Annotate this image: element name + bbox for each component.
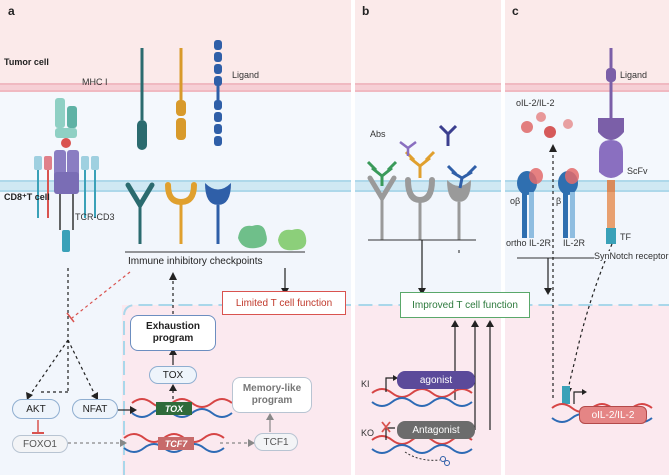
nuclear-membrane [123,304,669,475]
antibody-navy-free [438,124,458,146]
tox-protein: TOX [149,366,197,384]
antibody-purple-free [399,141,417,156]
agonist-gene: agonist [397,371,475,389]
synnotch-label: SynNotch receptor [594,251,669,261]
il2r [558,168,579,238]
cytokine-dots [521,112,573,138]
antagonist-gene: Antagonist [397,421,475,439]
cd8-t-cell-label: CD8⁺T cell [4,192,50,202]
checkpoints-label: Immune inhibitory checkpoints [128,256,263,267]
scfv-label: ScFv [627,166,648,176]
ortho-il2r-label: ortho IL-2R [506,238,552,248]
ortho-il2r [517,168,543,238]
mhc-i [55,98,77,148]
b-label: β [556,196,562,206]
ligand-green [137,48,147,150]
ligand-label-c: Ligand [620,70,648,80]
checkpoint-receptor-3 [205,183,231,244]
oil2-label: oIL-2/IL-2 [516,98,555,108]
mhc-label: MHC I [82,77,108,87]
tox-gene: TOX [156,402,192,415]
tumor-membrane [0,83,669,92]
receptor-grey-1 [367,175,397,240]
synnotch-ligand [598,48,624,140]
limited-function-box: Limited T cell function [222,291,346,315]
tf-on-dna [562,386,570,404]
receptor-grey-2 [405,177,435,240]
ki-label: KI [361,379,370,389]
tcf7-gene: TCF7 [158,437,194,450]
antibody-blue [446,164,478,189]
drug-blob-1 [238,225,267,249]
il2r-label: IL-2R [563,238,586,248]
checkpoint-receptor-1 [125,182,155,244]
panel-label-a: a [8,4,15,18]
tf-label: TF [620,232,631,242]
receptor-grey-3 [447,180,471,240]
tcr-cd3-complex [34,150,99,252]
ko-label: KO [361,428,375,438]
memory-program-box: Memory-like program [232,377,312,413]
checkpoint-receptor-2 [165,182,197,244]
panel-label-c: c [512,4,519,18]
drug-blob-2 [278,229,307,251]
tcr-label: TCR-CD3 [75,212,115,222]
antibody-green [366,160,398,186]
synapse-region [0,92,669,180]
ligand-blue [214,40,222,146]
exhaustion-program-box: Exhaustion program [130,315,216,351]
ligand-label-a: Ligand [232,70,260,80]
dna-tcf7 [123,433,225,453]
abs-label: Abs [370,129,386,139]
ligand-orange [176,48,186,140]
oil2-gene: oIL-2/IL-2 [579,406,647,424]
tcf1-protein: TCF1 [254,433,298,451]
improved-function-box: Improved T cell function [400,292,530,318]
nucleus-bc [352,305,669,475]
tumor-cell-region [0,0,669,90]
nfat-node: NFAT [72,399,118,419]
ob-label: oβ [510,196,521,206]
panel-label-b: b [362,4,370,18]
dna-ki [371,375,473,407]
dna-tox [131,398,233,418]
tumor-cell-label: Tumor cell [4,57,49,67]
foxo1-node: FOXO1 [12,435,68,453]
akt-node: AKT [12,399,60,419]
synnotch-receptor [599,140,623,244]
